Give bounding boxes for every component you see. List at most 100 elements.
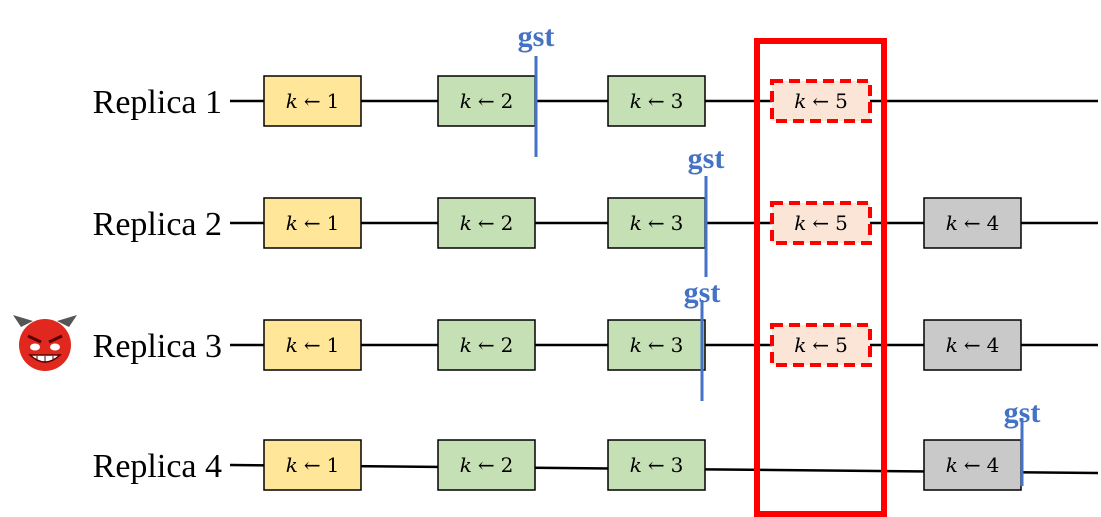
op-arrow: ← bbox=[478, 89, 495, 113]
op-box-conflict bbox=[770, 79, 872, 123]
op-variable: k bbox=[286, 333, 298, 357]
devil-teeth bbox=[36, 356, 54, 363]
timelines bbox=[229, 99, 1099, 475]
op-value: 5 bbox=[835, 333, 848, 357]
op-box-pending bbox=[607, 319, 706, 371]
op-variable: k bbox=[286, 89, 298, 113]
op-arrow: ← bbox=[812, 333, 829, 357]
op-variable: k bbox=[460, 333, 472, 357]
op-arrow: ← bbox=[478, 211, 495, 235]
op-value: 4 bbox=[987, 453, 1000, 477]
devil-brow-left bbox=[27, 334, 42, 344]
op-box-late bbox=[923, 319, 1022, 371]
devil-horn-right bbox=[57, 315, 77, 327]
op-value: 2 bbox=[501, 211, 514, 235]
op-value: 5 bbox=[835, 89, 848, 113]
gst-label: gst bbox=[1004, 396, 1041, 429]
op-box-committed bbox=[263, 319, 362, 371]
op-variable: k bbox=[794, 333, 806, 357]
op-label: k←5 bbox=[794, 333, 848, 357]
gst-markers: gst gst gst gst bbox=[518, 20, 1041, 486]
op-label: k←2 bbox=[460, 211, 514, 235]
op-value: 4 bbox=[987, 333, 1000, 357]
conflict-highlight-box bbox=[754, 38, 887, 517]
op-variable: k bbox=[286, 211, 298, 235]
op-value: 1 bbox=[327, 453, 340, 477]
op-box-pending bbox=[437, 197, 536, 249]
op-value: 1 bbox=[327, 333, 340, 357]
op-value: 1 bbox=[327, 211, 340, 235]
op-value: 3 bbox=[671, 453, 684, 477]
op-value: 3 bbox=[671, 89, 684, 113]
op-value: 2 bbox=[501, 333, 514, 357]
gst-label: gst bbox=[684, 276, 721, 309]
op-box-conflict bbox=[770, 323, 872, 367]
op-arrow: ← bbox=[648, 89, 665, 113]
op-box-committed bbox=[263, 197, 362, 249]
op-label: k←1 bbox=[286, 453, 340, 477]
op-label: k←3 bbox=[630, 211, 684, 235]
devil-horn-left bbox=[13, 315, 33, 327]
devil-face-icon bbox=[13, 315, 77, 371]
op-value: 2 bbox=[501, 453, 514, 477]
gst-label: gst bbox=[688, 142, 725, 175]
op-label: k←3 bbox=[630, 333, 684, 357]
op-value: 4 bbox=[987, 211, 1000, 235]
op-label: k←1 bbox=[286, 333, 340, 357]
op-variable: k bbox=[460, 453, 472, 477]
op-arrow: ← bbox=[964, 211, 981, 235]
devil-eye-left bbox=[30, 343, 40, 351]
op-label: k←5 bbox=[794, 211, 848, 235]
op-value: 5 bbox=[835, 211, 848, 235]
op-arrow: ← bbox=[812, 89, 829, 113]
op-arrow: ← bbox=[648, 453, 665, 477]
op-box-pending bbox=[437, 75, 536, 127]
gst-label: gst bbox=[518, 20, 555, 53]
op-box-pending bbox=[437, 319, 536, 371]
op-arrow: ← bbox=[304, 89, 321, 113]
op-arrow: ← bbox=[478, 453, 495, 477]
op-label: k←2 bbox=[460, 89, 514, 113]
op-label: k←3 bbox=[630, 453, 684, 477]
op-value: 3 bbox=[671, 211, 684, 235]
op-arrow: ← bbox=[812, 211, 829, 235]
devil-face bbox=[19, 319, 71, 371]
op-arrow: ← bbox=[964, 453, 981, 477]
op-value: 2 bbox=[501, 89, 514, 113]
op-variable: k bbox=[794, 89, 806, 113]
replica-label: Replica 1 bbox=[93, 84, 222, 121]
op-label: k←4 bbox=[946, 453, 1000, 477]
op-arrow: ← bbox=[964, 333, 981, 357]
replica-label: Replica 4 bbox=[93, 448, 222, 485]
op-box-committed bbox=[263, 439, 362, 491]
op-label: k←4 bbox=[946, 333, 1000, 357]
op-variable: k bbox=[946, 453, 958, 477]
op-box-pending bbox=[437, 439, 536, 491]
op-variable: k bbox=[630, 333, 642, 357]
op-arrow: ← bbox=[304, 333, 321, 357]
op-variable: k bbox=[286, 453, 298, 477]
op-variable: k bbox=[946, 333, 958, 357]
op-label: k←5 bbox=[794, 89, 848, 113]
op-label: k←1 bbox=[286, 89, 340, 113]
op-variable: k bbox=[630, 89, 642, 113]
devil-brow-right bbox=[48, 334, 63, 344]
op-box-conflict bbox=[770, 201, 872, 245]
op-arrow: ← bbox=[478, 333, 495, 357]
op-arrow: ← bbox=[648, 211, 665, 235]
op-label: k←3 bbox=[630, 89, 684, 113]
replica-label: Replica 2 bbox=[93, 206, 222, 243]
op-variable: k bbox=[460, 211, 472, 235]
op-box-pending bbox=[607, 75, 706, 127]
op-box-pending bbox=[607, 439, 706, 491]
op-label: k←2 bbox=[460, 333, 514, 357]
op-variable: k bbox=[630, 211, 642, 235]
op-value: 1 bbox=[327, 89, 340, 113]
devil-eye-right bbox=[50, 343, 60, 351]
replica-label: Replica 3 bbox=[93, 328, 222, 365]
op-value: 3 bbox=[671, 333, 684, 357]
op-box-late bbox=[923, 197, 1022, 249]
op-variable: k bbox=[630, 453, 642, 477]
